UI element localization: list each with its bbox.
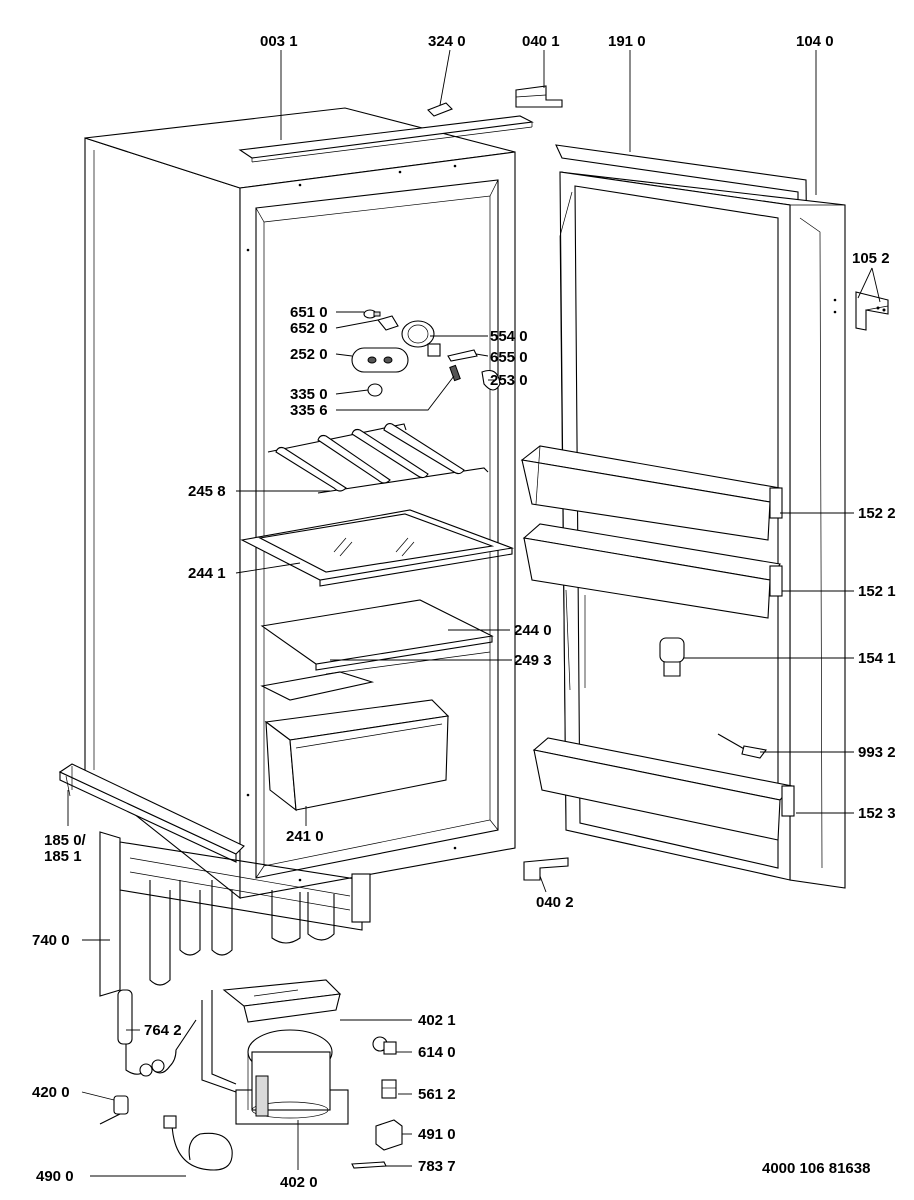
label-491-0: 491 0 [418,1126,456,1143]
label-764-2: 764 2 [144,1022,182,1039]
compressor [235,1029,349,1125]
hinge-top [515,85,563,108]
leader-lines [67,49,881,1177]
power-cord [163,1115,233,1171]
label-652-0: 652 0 [290,320,328,337]
label-245-8: 245 8 [188,483,226,500]
overload-protector [381,1079,397,1099]
label-154-1: 154 1 [858,650,896,667]
label-244-1: 244 1 [188,565,226,582]
compressor-tray [222,979,342,1023]
label-104-0: 104 0 [796,33,834,50]
label-783-7: 783 7 [418,1158,456,1175]
label-655-0: 655 0 [490,349,528,366]
label-402-0: 402 0 [280,1174,318,1191]
label-651-0: 651 0 [290,304,328,321]
evaporator-grid [267,423,489,494]
base-trim [58,763,245,863]
label-324-0: 324 0 [428,33,466,50]
dryer-filter [117,989,197,1077]
label-003-1: 003 1 [260,33,298,50]
crisper-cover [260,599,494,675]
cable-783 [351,1161,387,1169]
terminal-cover [375,1119,403,1151]
label-040-2: 040 2 [536,894,574,911]
document-number: 4000 106 81638 [762,1160,871,1177]
door-bin-upper [520,445,783,541]
label-252-0: 252 0 [290,346,328,363]
hinge-side [855,291,889,331]
label-152-1: 152 1 [858,583,896,600]
door-bin-lower [532,737,795,841]
label-554-0: 554 0 [490,328,528,345]
control-assembly [351,309,501,397]
top-trim-strip [238,115,534,163]
label-253-0: 253 0 [490,372,528,389]
label-244-0: 244 0 [514,622,552,639]
part-993-2 [717,733,767,759]
refrigerant-pipe [201,990,237,1093]
label-420-0: 420 0 [32,1084,70,1101]
label-402-1: 402 1 [418,1012,456,1029]
label-335-0: 335 0 [290,386,328,403]
label-185-1: 185 1 [44,848,82,865]
glass-shelf-upper [240,509,515,587]
label-191-0: 191 0 [608,33,646,50]
capacitor [99,1095,129,1125]
clip-324 [427,102,453,117]
label-490-0: 490 0 [36,1168,74,1185]
egg-holder [659,637,685,677]
door-bin-middle [522,523,783,619]
label-993-2: 993 2 [858,744,896,761]
label-152-3: 152 3 [858,805,896,822]
relay [372,1036,397,1055]
label-561-2: 561 2 [418,1086,456,1103]
label-614-0: 614 0 [418,1044,456,1061]
label-335-6: 335 6 [290,402,328,419]
label-105-2: 105 2 [852,250,890,267]
crisper-drawer [260,671,450,812]
hinge-bottom [523,857,569,881]
label-040-1: 040 1 [522,33,560,50]
label-185-0: 185 0/ [44,832,86,849]
label-249-3: 249 3 [514,652,552,669]
label-152-2: 152 2 [858,505,896,522]
label-740-0: 740 0 [32,932,70,949]
condenser [99,831,371,997]
label-241-0: 241 0 [286,828,324,845]
